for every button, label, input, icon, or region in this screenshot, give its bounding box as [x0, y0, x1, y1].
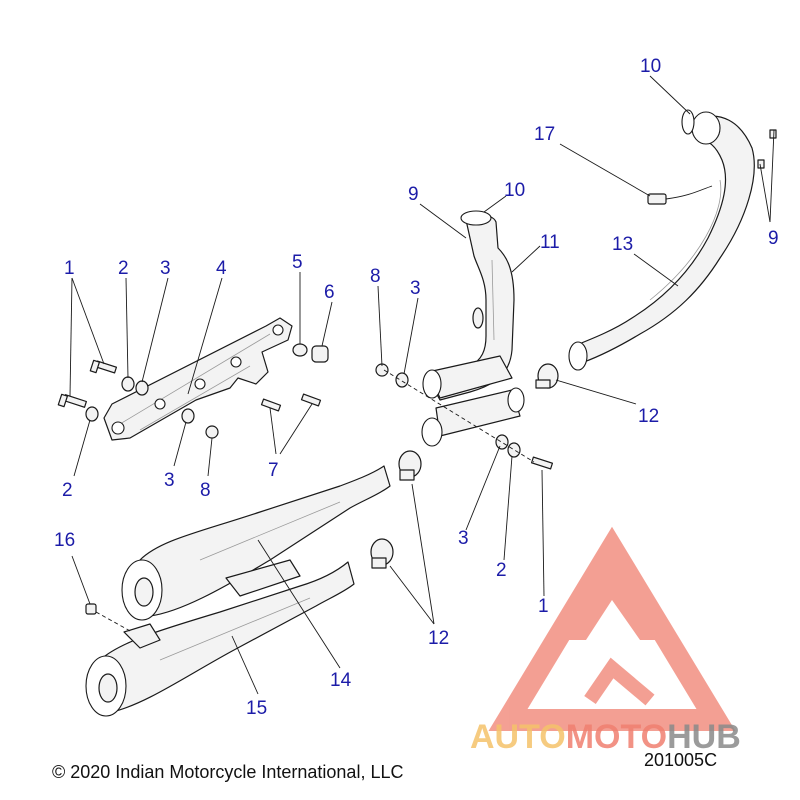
callout-3: 3: [410, 278, 421, 299]
watermark-logo: [488, 526, 736, 731]
callout-15: 15: [246, 698, 267, 719]
bolt-lower: [57, 393, 87, 408]
spacer-3a: [135, 380, 149, 396]
callout-13: 13: [612, 234, 633, 255]
crossover-pipe: [421, 210, 525, 447]
callout-14: 14: [330, 670, 352, 691]
callout-9: 9: [408, 184, 419, 205]
muffler-upper: [121, 465, 391, 621]
washer-5: [292, 343, 308, 357]
copyright-notice: © 2020 Indian Motorcycle International, …: [52, 762, 403, 782]
watermark-auto: AUTO: [470, 718, 566, 756]
spacer-3b: [181, 408, 195, 424]
callout-6: 6: [324, 282, 335, 303]
leader-lines: [69, 75, 775, 695]
callout-5: 5: [292, 252, 303, 273]
gasket-10b: [681, 109, 695, 135]
o2-sensor-left: [472, 307, 484, 329]
callout-3: 3: [160, 258, 171, 279]
callout-10: 10: [504, 180, 525, 201]
callout-4: 4: [216, 258, 227, 279]
watermark-hub: HUB: [667, 718, 741, 756]
callout-labels: 1 2 3 4 5 6 2 3 8 7 8 3 9 10 11 10 17 13…: [54, 56, 779, 719]
nut-6: [311, 345, 329, 363]
bracket-assembly: [57, 317, 329, 441]
callout-2: 2: [118, 258, 129, 279]
washer-2c: [507, 442, 521, 458]
callout-3: 3: [458, 528, 469, 549]
callout-2: 2: [62, 480, 73, 501]
muffler-lower: [85, 561, 355, 717]
callout-7: 7: [268, 460, 279, 481]
clamp-mid: [398, 450, 422, 481]
washer-2a: [121, 376, 135, 392]
o2-sensor: [647, 193, 667, 205]
callout-9: 9: [768, 228, 779, 249]
screw-8a: [205, 425, 219, 439]
header-flange: [691, 111, 721, 145]
callout-2: 2: [496, 560, 507, 581]
callout-11: 11: [540, 232, 560, 253]
callout-17: 17: [534, 124, 555, 145]
watermark-text: AUTOMOTOHUB: [470, 718, 741, 756]
callout-1: 1: [538, 596, 549, 617]
figure-code: 201005C: [644, 750, 717, 770]
callout-8: 8: [370, 266, 381, 287]
callout-1: 1: [64, 258, 75, 279]
clamp-lower: [370, 538, 394, 569]
bolts-7: [260, 393, 322, 412]
clamp-upper: [535, 363, 559, 389]
callout-12: 12: [428, 628, 449, 649]
bolt-1c: [530, 456, 554, 470]
spacer-3d: [495, 434, 509, 450]
callout-10: 10: [640, 56, 661, 77]
header-pipe: [568, 109, 777, 371]
callout-12: 12: [638, 406, 659, 427]
washer-2b: [85, 406, 99, 422]
spacer-3c: [395, 372, 409, 388]
svg-text:AUTOMOTOHUB: AUTOMOTOHUB: [470, 718, 741, 756]
gasket-10a: [460, 210, 492, 226]
watermark-moto: MOTO: [566, 718, 667, 756]
bolt-upper: [89, 359, 118, 374]
callout-8: 8: [200, 480, 211, 501]
callout-16: 16: [54, 530, 75, 551]
bolt-16: [85, 603, 133, 633]
callout-3: 3: [164, 470, 175, 491]
